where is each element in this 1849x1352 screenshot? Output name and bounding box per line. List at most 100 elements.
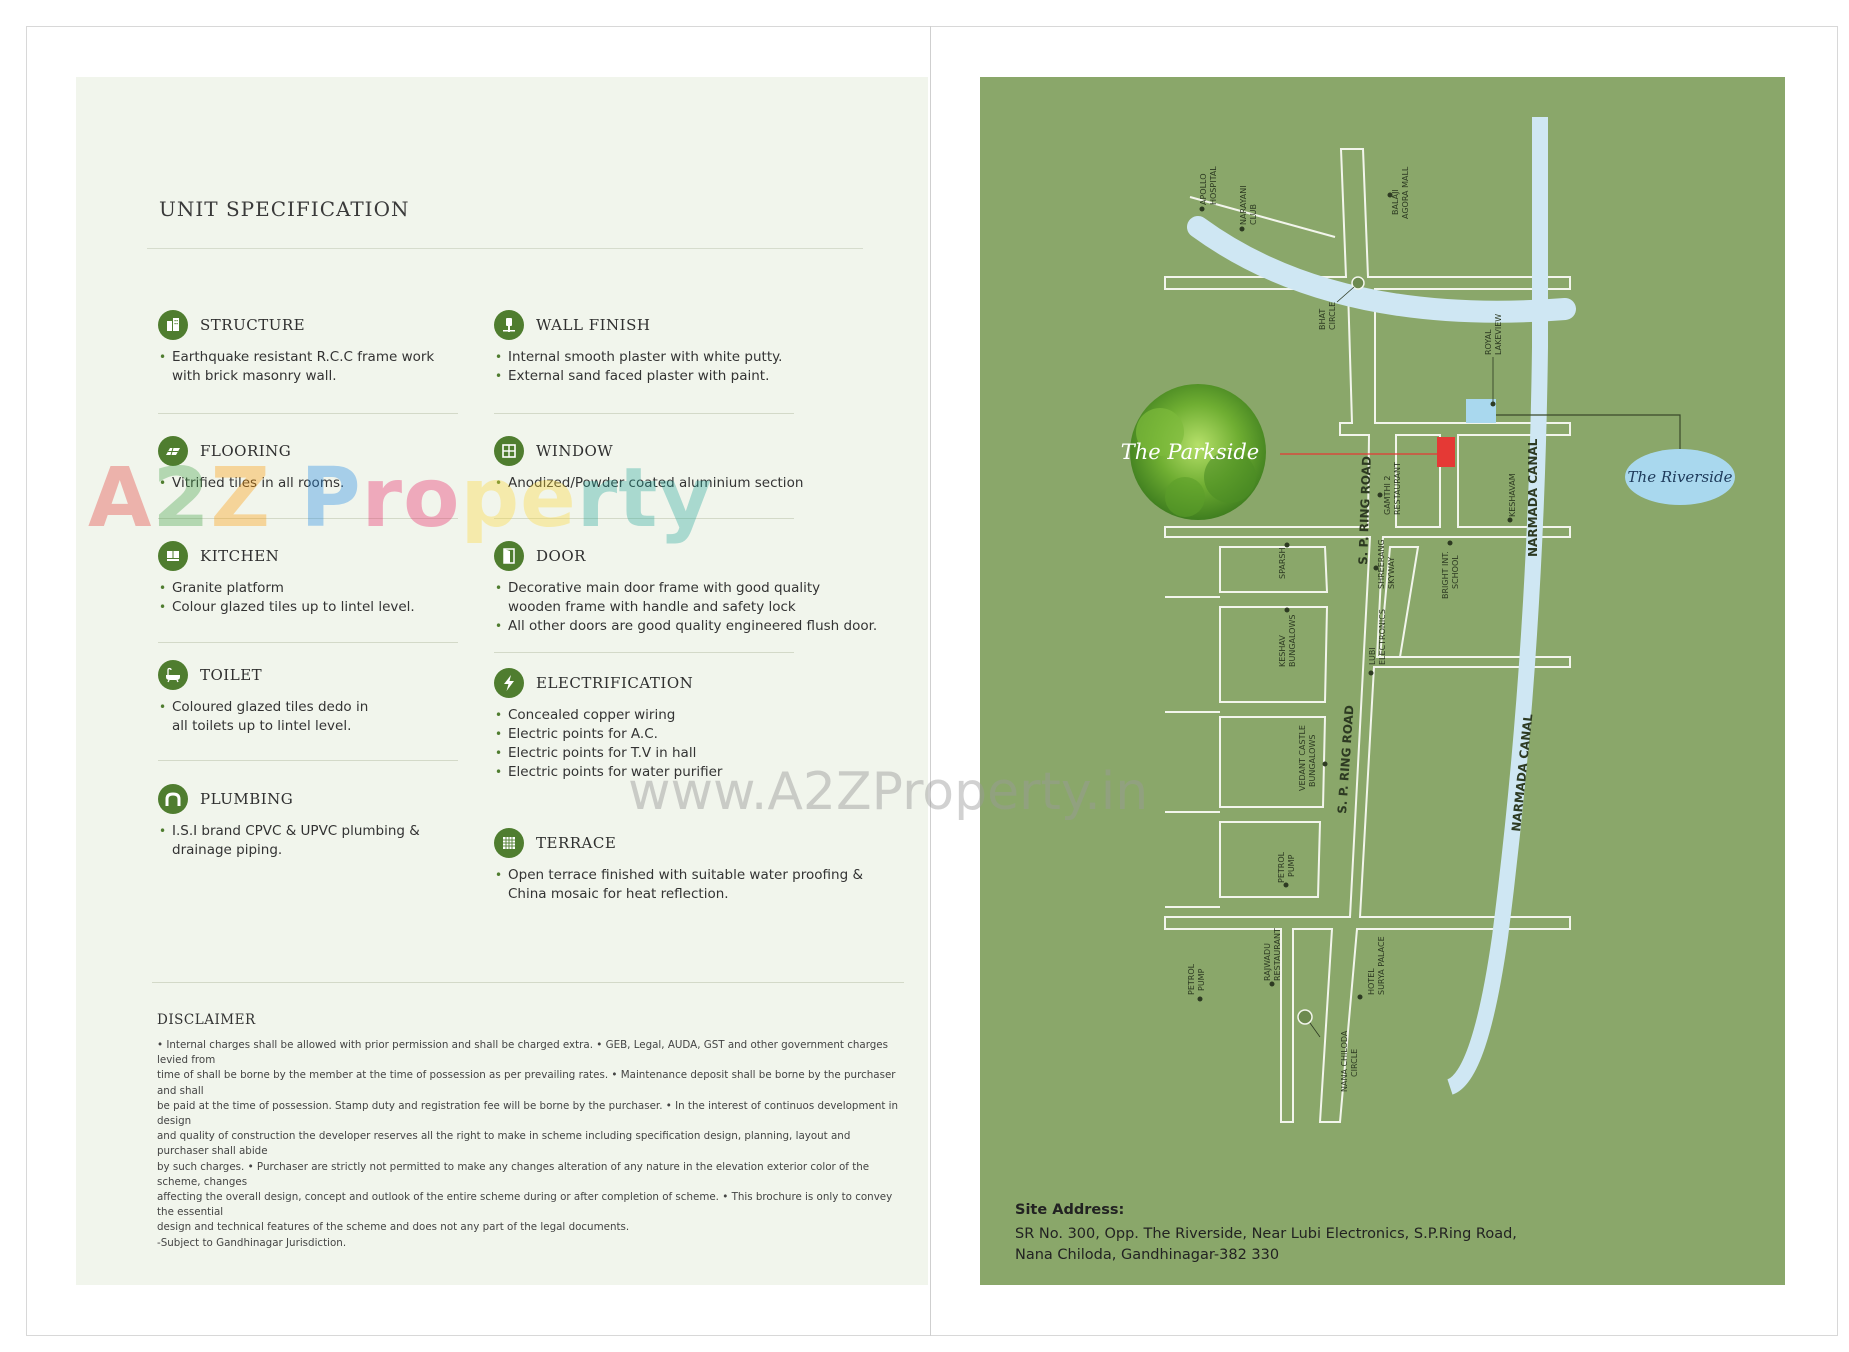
block: [1219, 716, 1327, 808]
spec-line: All other doors are good quality enginee…: [494, 617, 877, 636]
disclaimer-line: -Subject to Gandhinagar Jurisdiction.: [157, 1236, 347, 1249]
inner-road: [1395, 434, 1441, 528]
map-label-line: CIRCLE: [1328, 302, 1337, 330]
disclaimer-line: design and technical features of the sch…: [157, 1221, 630, 1234]
watermark-part: P: [271, 451, 362, 546]
map-label-line: SURYA PALACE: [1377, 936, 1386, 995]
road-label: S. P. RING ROAD: [1356, 456, 1374, 565]
a2z-watermark-logo: A2Z Property: [88, 458, 713, 540]
spec-door: DOOR Decorative main door frame with goo…: [494, 541, 877, 636]
tiles-icon: [158, 436, 188, 466]
spec-title: KITCHEN: [200, 547, 280, 565]
road-label: S. P. RING ROAD: [1335, 705, 1357, 815]
map-label-line: APOLLO: [1199, 173, 1208, 205]
spec-line: Electric points for T.V in hall: [494, 744, 722, 763]
map-label-line: VEDANT CASTLE: [1298, 725, 1307, 791]
spec-line: Earthquake resistant R.C.C frame work: [158, 348, 434, 367]
block: [1219, 546, 1329, 593]
spec-line: all toilets up to lintel level.: [172, 718, 352, 734]
map-label-line: KESHAVAM: [1508, 473, 1517, 517]
spec-divider: [494, 652, 794, 653]
spec-line: Concealed copper wiring: [494, 706, 722, 725]
spec-divider: [158, 760, 458, 761]
map-label-line: BHAT: [1318, 309, 1327, 330]
disclaimer-divider: [152, 982, 904, 983]
spec-title: WINDOW: [536, 442, 614, 460]
location-map: The Riverside The Parkside APOLLO HOSPIT…: [980, 77, 1785, 1285]
map-label-line: PUMP: [1287, 854, 1296, 877]
spec-line: Open terrace finished with suitable wate…: [494, 866, 863, 885]
map-label-line: RESTAURANT: [1273, 928, 1282, 981]
spec-line: I.S.I brand CPVC & UPVC plumbing &: [158, 822, 420, 841]
spec-line: Decorative main door frame with good qua…: [494, 579, 877, 598]
block: [1219, 606, 1329, 703]
map-label-line: NARAYANI: [1239, 185, 1248, 225]
road-network: [1164, 148, 1571, 1123]
brochure-frame: [26, 26, 1838, 1336]
disclaimer-text: • Internal charges shall be allowed with…: [157, 1038, 902, 1251]
canal-branch: [1187, 216, 1576, 323]
map-label-line: BRIGHT INT.: [1441, 551, 1450, 599]
map-label-line: PUMP: [1197, 968, 1206, 991]
title-divider: [147, 248, 863, 249]
map-label-line: SHREERANG: [1377, 539, 1386, 589]
spec-line: wooden frame with handle and safety lock: [508, 599, 796, 615]
pipe-icon: [158, 784, 188, 814]
spec-plumbing: PLUMBING I.S.I brand CPVC & UPVC plumbin…: [158, 784, 420, 860]
spec-title: FLOORING: [200, 442, 292, 460]
riverside-label: The Riverside: [1628, 468, 1733, 486]
map-label-line: BUNGALOWS: [1288, 615, 1297, 667]
site-address-line: SR No. 300, Opp. The Riverside, Near Lub…: [1015, 1226, 1517, 1242]
spec-line: with brick masonry wall.: [172, 368, 337, 384]
map-label-line: SCHOOL: [1451, 555, 1460, 589]
spec-line: Vitrified tiles in all rooms.: [158, 474, 344, 493]
site-address-line: Nana Chiloda, Gandhinagar-382 330: [1015, 1247, 1280, 1263]
kitchen-icon: [158, 541, 188, 571]
spec-line: External sand faced plaster with paint.: [494, 367, 782, 386]
disclaimer-line: • Internal charges shall be allowed with…: [157, 1039, 889, 1067]
spec-line: Internal smooth plaster with white putty…: [494, 348, 782, 367]
riverside-bubble: [1625, 449, 1735, 505]
page-title: UNIT SPECIFICATION: [159, 197, 410, 221]
map-label-line: LAKEVIEW: [1494, 314, 1503, 355]
watermark-url: www.A2ZProperty.in: [628, 762, 1149, 822]
door-icon: [494, 541, 524, 571]
spec-title: WALL FINISH: [536, 316, 651, 334]
disclaimer-line: and quality of construction the develope…: [157, 1130, 851, 1158]
bathtub-icon: [158, 660, 188, 690]
map-label-line: BALAJI: [1391, 189, 1400, 215]
canal-road-left: [1189, 196, 1336, 238]
watermark-part: A: [88, 451, 153, 546]
spec-line: Electric points for water purifier: [494, 763, 722, 782]
grid-tiles-icon: [494, 828, 524, 858]
watermark-part: rty: [576, 451, 713, 546]
map-label-line: CIRCLE: [1350, 1049, 1359, 1077]
parkside-tree: [1130, 384, 1266, 520]
block: [1378, 546, 1420, 658]
parkside-site-marker: [1437, 437, 1455, 467]
block: [1219, 821, 1322, 898]
watermark-part: Z: [210, 451, 271, 546]
parkside-label: The Parkside: [1121, 440, 1259, 464]
lightning-icon: [494, 668, 524, 698]
map-label-line: LUBI: [1368, 647, 1377, 665]
spec-line: drainage piping.: [172, 842, 283, 858]
spec-title: TOILET: [200, 666, 263, 684]
window-icon: [494, 436, 524, 466]
spec-title: DOOR: [536, 547, 586, 565]
map-drawing: The Riverside The Parkside APOLLO HOSPIT…: [1121, 117, 1735, 1123]
spec-window: WINDOW Anodized/Powder coated aluminium …: [494, 436, 803, 493]
map-label-line: PETROL: [1277, 851, 1286, 883]
spec-line: Granite platform: [158, 579, 415, 598]
spec-wall-finish: WALL FINISH Internal smooth plaster with…: [494, 310, 782, 386]
spec-divider: [158, 413, 458, 414]
narmada-canal: [1446, 117, 1548, 1095]
map-label-line: CLUB: [1249, 204, 1258, 225]
disclaimer-line: affecting the overall design, concept an…: [157, 1191, 893, 1219]
spec-flooring: FLOORING Vitrified tiles in all rooms.: [158, 436, 344, 493]
spec-line: Colour glazed tiles up to lintel level.: [158, 598, 415, 617]
map-label-line: PETROL: [1187, 963, 1196, 995]
bhat-circle-marker: [1351, 276, 1365, 290]
spec-title: PLUMBING: [200, 790, 294, 808]
spec-divider: [158, 518, 458, 519]
